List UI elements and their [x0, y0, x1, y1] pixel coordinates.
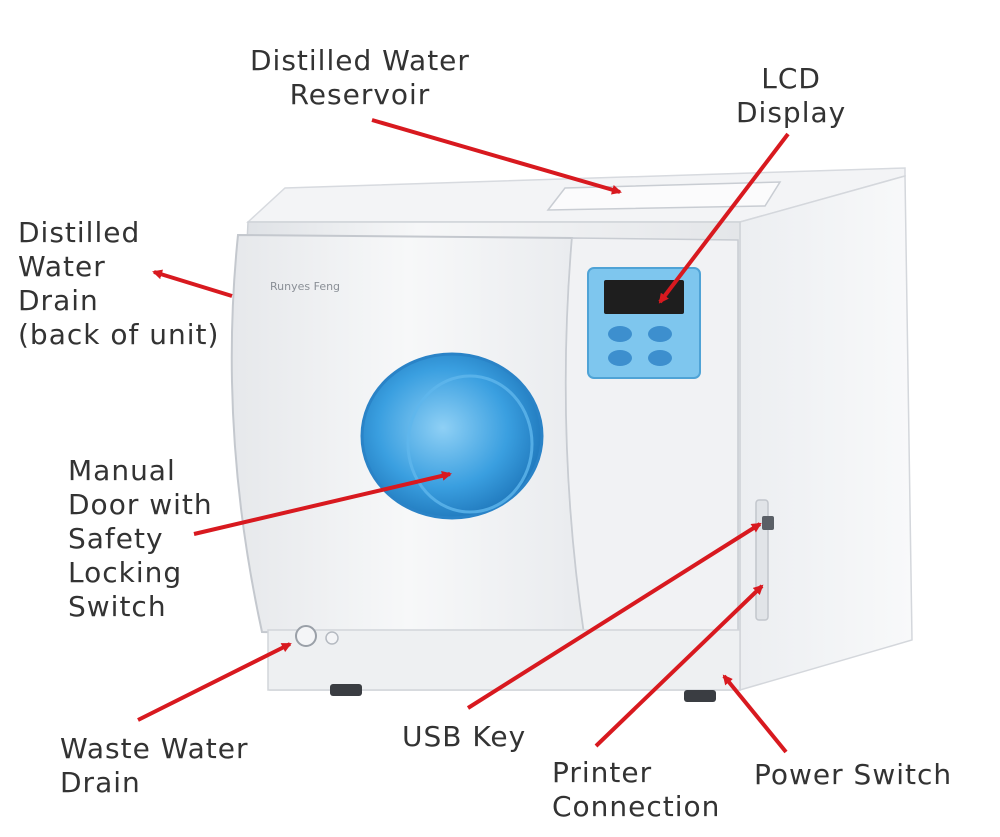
label-lcd-display: LCD Display [736, 62, 847, 129]
arrows [137, 118, 790, 754]
door-window-inner [406, 374, 534, 514]
label-power-switch: Power Switch [754, 758, 953, 791]
label-usb-key: USB Key [402, 720, 527, 753]
panel-button-3[interactable] [608, 350, 632, 366]
label-distilled-water-reservoir: Distilled Water Reservoir [250, 44, 470, 111]
arrow-distilled-water-reservoir [371, 118, 622, 195]
panel-button-2[interactable] [648, 326, 672, 342]
label-distilled-water-drain: Distilled Water Drain (back of unit) [18, 216, 220, 351]
label-printer-connection: Printer Connection [552, 756, 721, 823]
arrow-distilled-water-drain [152, 269, 233, 298]
label-manual-door: Manual Door with Safety Locking Switch [68, 454, 213, 623]
panel-button-1[interactable] [608, 326, 632, 342]
drain-knob[interactable] [295, 625, 317, 647]
door-window [360, 352, 544, 520]
label-waste-water-drain: Waste Water Drain [60, 732, 249, 799]
arrow-power-switch [722, 674, 788, 754]
arrow-waste-water-drain [137, 642, 292, 722]
usb-port [762, 516, 774, 530]
front-foot-left [330, 684, 362, 696]
arrow-printer-connection [594, 584, 764, 748]
panel-button-4[interactable] [648, 350, 672, 366]
brand-text: Runyes Feng [270, 280, 340, 293]
arrow-lcd-display [658, 132, 790, 304]
arrow-usb-key [466, 522, 762, 710]
base-plate [267, 629, 741, 691]
lcd-screen [604, 280, 684, 314]
drain-knob-small [325, 631, 339, 645]
front-foot-right [684, 690, 716, 702]
arrow-manual-door [193, 470, 452, 536]
